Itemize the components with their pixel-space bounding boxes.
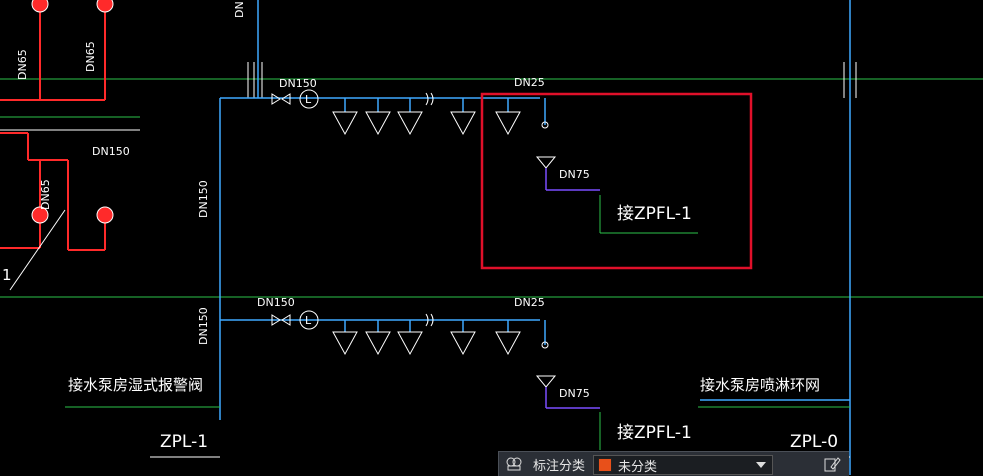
label-dn150-top: DN150 — [279, 77, 317, 90]
label-dn150-mid: DN150 — [257, 296, 295, 309]
label-dn65-c: DN65 — [39, 179, 52, 210]
red-sprinkler-heads — [31, 0, 114, 224]
white-slash-line — [9, 209, 66, 291]
highlight-box — [480, 92, 753, 270]
layers-icon[interactable] — [499, 452, 529, 476]
label-dn150-vert-main: DN150 — [197, 180, 210, 218]
svg-text:L: L — [305, 93, 312, 106]
category-selected-value: 未分类 — [618, 459, 658, 475]
note-zpl0: ZPL-0 — [790, 432, 839, 452]
middle-sprinklers — [332, 331, 521, 356]
lower-dn75-drop — [535, 375, 601, 450]
middle-valve-group: L — [271, 310, 434, 330]
label-dn25-top: DN25 — [514, 76, 545, 89]
middle-branch-pipe — [220, 319, 546, 345]
label-dn150-vert-low: DN150 — [197, 307, 210, 345]
edit-icon[interactable] — [815, 452, 849, 476]
annotation-toolbar: 标注分类 未分类 — [498, 451, 849, 476]
note-pump-alarm: 接水泵房湿式报警阀 — [68, 376, 204, 394]
label-dn75-top: DN75 — [559, 168, 590, 181]
red-pipe-network — [0, 0, 106, 251]
middle-end-cap — [541, 341, 549, 349]
label-dn65-b: DN65 — [84, 41, 97, 72]
category-select[interactable]: 未分类 — [593, 455, 774, 475]
category-color-swatch — [598, 458, 613, 472]
pipe-break-marks — [247, 62, 857, 98]
chevron-down-icon[interactable] — [756, 462, 767, 468]
note-zpl1: ZPL-1 — [160, 432, 209, 452]
top-sprinklers — [332, 111, 521, 136]
label-dn75-low: DN75 — [559, 387, 590, 400]
note-zpfl-low: 接ZPFL-1 — [617, 423, 692, 443]
note-left-one: 1 — [2, 266, 12, 284]
label-dn25-mid: DN25 — [514, 296, 545, 309]
top-dn75-drop — [535, 156, 698, 234]
note-zpfl-top: 接ZPFL-1 — [617, 204, 692, 224]
label-dn-top-vert: DN — [233, 1, 246, 18]
toolbar-label: 标注分类 — [533, 458, 586, 474]
label-dn65-a: DN65 — [16, 49, 29, 80]
svg-text:L: L — [305, 314, 312, 327]
label-dn150-left-top: DN150 — [92, 145, 130, 158]
top-valve-group: L — [271, 89, 434, 109]
blue-riser-pipes — [219, 0, 851, 475]
top-branch-pipe — [220, 97, 546, 125]
note-pump-ring: 接水泵房喷淋环网 — [700, 376, 821, 394]
top-end-cap — [541, 121, 549, 129]
